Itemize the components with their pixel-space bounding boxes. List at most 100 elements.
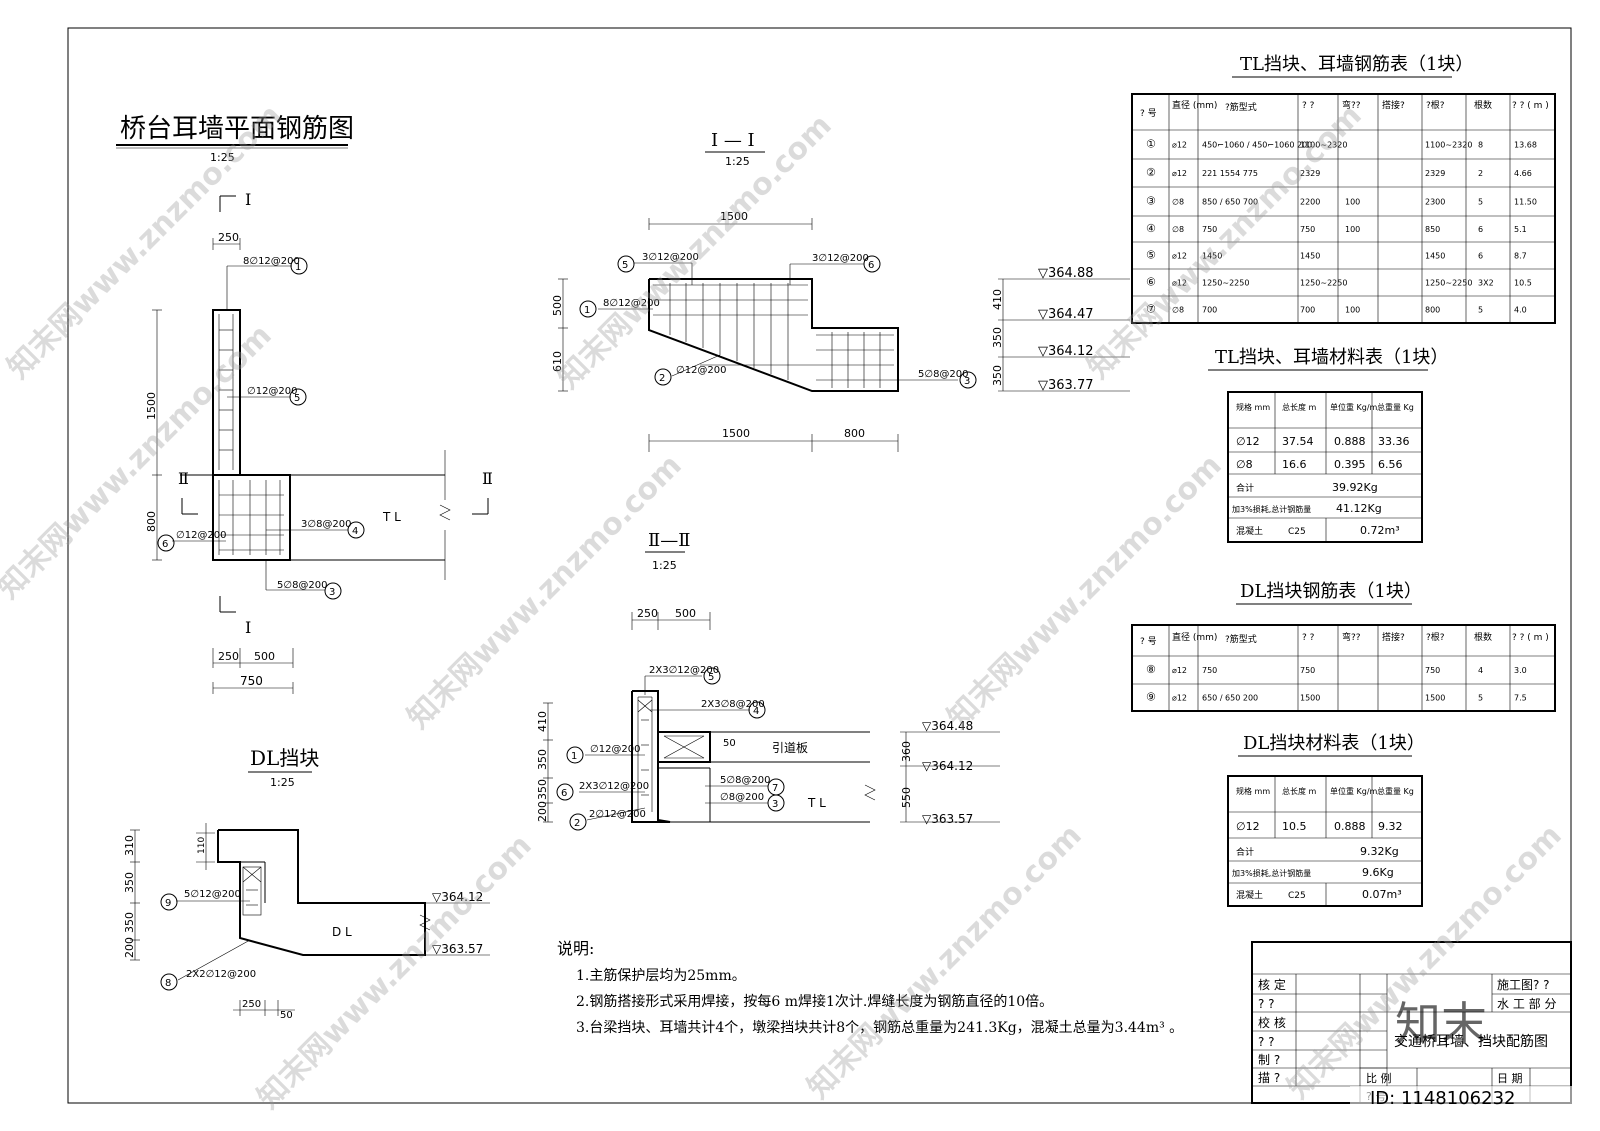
- notes-heading: 说明:: [557, 939, 594, 958]
- section1-title: Ⅰ — Ⅰ: [711, 130, 755, 151]
- dl-mat-r0c1: 10.5: [1282, 820, 1307, 833]
- section1-dim-610: 610: [551, 351, 564, 372]
- tl-rebar-r0c1: ⌀12: [1172, 141, 1187, 150]
- section1-dim-350b: 350: [991, 365, 1004, 386]
- section1-dim-500: 500: [551, 295, 564, 316]
- section-2: Ⅱ—Ⅱ 1:25 250 500 引道板 50 T L 2X3∅12@200 5: [536, 530, 1000, 831]
- section2-label-7: 5∅8@200: [720, 775, 771, 786]
- plan-view: 桥台耳墙平面钢筋图 1:25 Ⅰ Ⅰ 250 8∅12@200 1 1500 8…: [116, 114, 493, 694]
- section2-slab-label: 引道板: [772, 741, 808, 755]
- tl-rebar-r4c8: 8.7: [1514, 252, 1527, 261]
- tl-mat-r0c2: 0.888: [1334, 435, 1366, 448]
- tl-rebar-h4: 弯??: [1342, 99, 1361, 111]
- tl-rebar-r2c8: 11.50: [1514, 198, 1537, 207]
- section2-dim-550: 550: [900, 787, 913, 808]
- tl-mat-r1c3: 6.56: [1378, 458, 1403, 471]
- dl-rebar-h0: ? 号: [1140, 636, 1157, 647]
- dl-scale: 1:25: [270, 776, 295, 789]
- tl-rebar-r4c7: 6: [1478, 252, 1483, 261]
- tl-mat-total-label: 合计: [1236, 482, 1254, 494]
- svg-text:5: 5: [708, 672, 714, 683]
- dl-dim-110: 110: [197, 837, 207, 854]
- dl-dim-250: 250: [242, 999, 261, 1010]
- tl-mat-r1c0: ∅8: [1236, 458, 1253, 471]
- dl-rebar-h3: ? ?: [1302, 633, 1315, 643]
- dl-rebar-h7: 根数: [1474, 631, 1492, 643]
- tl-rebar-r2c3: 2200: [1300, 198, 1320, 207]
- section2-dim-410: 410: [536, 711, 549, 732]
- dl-mat-h2: 单位重 Kg/m: [1330, 786, 1378, 796]
- tl-rebar-r4c1: ⌀12: [1172, 252, 1187, 261]
- plan-section2-left: Ⅱ: [178, 469, 189, 488]
- svg-text:5: 5: [294, 393, 300, 404]
- section2-label-1: ∅12@200: [590, 744, 641, 755]
- section2-dim-360: 360: [900, 741, 913, 762]
- tl-mat-h2: 单位重 Kg/m: [1330, 402, 1378, 412]
- dl-dim-200: 200: [123, 937, 136, 958]
- section1-dim-bot1500: 1500: [722, 427, 750, 440]
- plan-dim-250: 250: [218, 231, 239, 244]
- tl-mat-r0c1: 37.54: [1282, 435, 1314, 448]
- section1-label-1: 8∅12@200: [603, 298, 660, 309]
- tl-mat-concrete-grade: C25: [1288, 527, 1306, 537]
- svg-text:1: 1: [584, 305, 590, 316]
- svg-text:2: 2: [574, 818, 580, 829]
- tl-mat-r0c0: ∅12: [1236, 435, 1260, 448]
- svg-text:1: 1: [295, 262, 301, 273]
- tl-rebar-r5c3: 1250~2250: [1300, 279, 1347, 288]
- tl-rebar-r3c1: ∅8: [1172, 225, 1184, 234]
- watermark-3: 知末网www.znzmo.com: [551, 108, 839, 396]
- dl-rebar-r0c8: 3.0: [1514, 666, 1527, 675]
- tl-rebar-r1c1: ⌀12: [1172, 169, 1187, 178]
- tl-rebar-r5c6: 1250~2250: [1425, 279, 1472, 288]
- tl-mat-h3: 总重量 Kg: [1377, 402, 1414, 412]
- drawing-frame: [67, 27, 1572, 1104]
- section1-scale: 1:25: [725, 155, 750, 168]
- tb-date-label: 日 期: [1497, 1072, 1523, 1085]
- tl-rebar-r6c0: ⑦: [1146, 303, 1156, 316]
- section2-label-3: ∅8@200: [720, 792, 764, 803]
- dl-block: DL挡块 1:25 D L 310 350 350 200 110 5∅12@2…: [123, 746, 490, 1021]
- svg-text:6: 6: [162, 539, 168, 550]
- watermark-4: 知末网www.znzmo.com: [401, 448, 689, 736]
- notes: 说明: 1.主筋保护层均为25mm。 2.钢筋搭接形式采用焊接，按每6 m焊接1…: [557, 939, 1183, 1036]
- dl-mat-concrete-grade: C25: [1288, 891, 1306, 901]
- tl-rebar-r6c7: 5: [1478, 306, 1483, 315]
- tl-mat-r0c3: 33.36: [1378, 435, 1410, 448]
- tl-rebar-r5c2: 1250~2250: [1202, 279, 1249, 288]
- tl-rebar-r2c4: 100: [1345, 198, 1360, 207]
- tl-rebar-r1c7: 2: [1478, 169, 1483, 178]
- tl-rebar-h8: ? ? ( m ): [1512, 101, 1549, 111]
- plan-scale: 1:25: [210, 151, 235, 164]
- watermark-5: 知末网www.znzmo.com: [251, 828, 539, 1116]
- tl-rebar-r0c7: 8: [1478, 141, 1483, 150]
- dl-rebar-h4: 弯??: [1342, 631, 1361, 643]
- tl-rebar-r4c2: 1450: [1202, 252, 1222, 261]
- svg-text:7: 7: [772, 783, 778, 794]
- svg-text:2: 2: [659, 373, 665, 384]
- tl-rebar-r5c1: ⌀12: [1172, 279, 1187, 288]
- tl-rebar-h5: 搭接?: [1382, 99, 1405, 111]
- watermark-6: 知末网www.znzmo.com: [801, 818, 1089, 1106]
- dl-rebar-title: DL挡块钢筋表（1块）: [1240, 581, 1422, 602]
- dl-mat-r0c3: 9.32: [1378, 820, 1403, 833]
- tl-rebar-r5c7: 3X2: [1478, 279, 1494, 288]
- tb-scale-label: 比 例: [1366, 1071, 1392, 1085]
- section-1: Ⅰ — Ⅰ 1:25 1500 3∅12@200 5 3∅12@200 6 8: [551, 130, 1130, 452]
- section2-elev-2: ▽364.12: [922, 759, 973, 773]
- dl-rebar-r1c1: ⌀12: [1172, 694, 1187, 703]
- svg-text:3: 3: [964, 376, 970, 387]
- tb-row-4: 制 ?: [1258, 1053, 1280, 1067]
- notes-line-1: 1.主筋保护层均为25mm。: [576, 967, 746, 984]
- section1-elev-2: ▽364.47: [1038, 307, 1094, 322]
- tl-rebar-r0c3: 1100~2320: [1300, 141, 1347, 150]
- dl-rebar-table: DL挡块钢筋表（1块） ? 号 直径 (mm) ?筋型式 ? ? 弯?? 搭接?…: [1131, 581, 1556, 712]
- plan-dim-750: 750: [240, 674, 263, 688]
- section2-label-4: 2X3∅8@200: [701, 699, 765, 710]
- notes-line-3: 3.台梁挡块、耳墙共计4个，墩梁挡块共计8个，钢筋总重量为241.3Kg，混凝土…: [576, 1019, 1183, 1036]
- svg-text:8: 8: [165, 978, 171, 989]
- tb-id: ID: 1148106232: [1370, 1088, 1515, 1109]
- title-block: 核 定 ? ? 校 核 ? ? 制 ? 描 ? 施工图? ? 水 工 部 分 交…: [1251, 941, 1590, 1109]
- dl-mat-r0c0: ∅12: [1236, 820, 1260, 833]
